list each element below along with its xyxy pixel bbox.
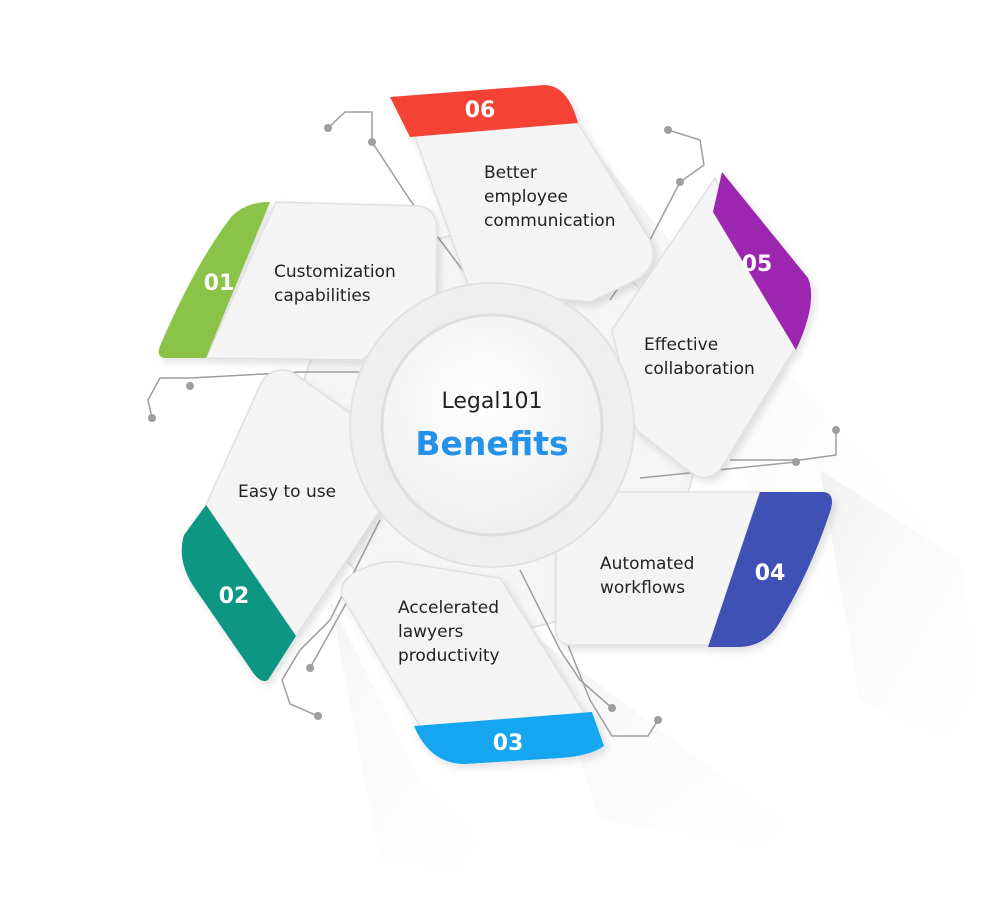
card-label-06: Better employee communication	[484, 163, 615, 231]
connector-03b	[565, 639, 659, 737]
card-01-band	[158, 202, 270, 358]
benefit-card-04	[554, 491, 832, 647]
card-label-line: productivity	[398, 646, 500, 666]
connector-04	[730, 430, 837, 461]
card-05-band	[713, 172, 812, 350]
card-label-line: communication	[484, 211, 615, 231]
card-label-04: Automated workflows	[600, 554, 694, 598]
card-label-line: workflows	[600, 578, 685, 598]
card-04-band	[708, 492, 832, 647]
card-03-band	[414, 712, 604, 764]
connector-03	[519, 569, 613, 709]
card-label-line: Better	[484, 163, 537, 183]
connector-01	[147, 371, 368, 419]
hub-circle	[380, 313, 604, 537]
badge-number-03: 03	[493, 731, 524, 756]
badge-number-05: 05	[742, 252, 773, 277]
card-label-line: lawyers	[398, 622, 464, 642]
card-label-line: Effective	[644, 335, 718, 355]
card-label-line: employee	[484, 187, 568, 207]
card-label-03: Accelerated lawyers productivity	[398, 598, 500, 666]
card-04-body	[554, 491, 762, 646]
card-label-line: Easy to use	[238, 482, 336, 502]
badge-number-06: 06	[465, 98, 496, 123]
hub-title: Legal101	[442, 389, 543, 414]
benefit-card-06	[390, 85, 655, 303]
connector-dots	[148, 124, 840, 724]
card-label-05: Effective collaboration	[644, 335, 755, 379]
badge-number-01: 01	[204, 271, 235, 296]
badge-number-04: 04	[755, 561, 786, 586]
card-label-line: Automated	[600, 554, 694, 574]
benefit-card-03	[340, 560, 604, 764]
connector-02	[281, 519, 381, 717]
connector-04b	[639, 461, 797, 479]
card-label-line: Customization	[274, 262, 396, 282]
card-02-body	[205, 369, 381, 638]
card-label-02: Easy to use	[238, 482, 336, 502]
card-06-band	[390, 85, 578, 137]
center-hub	[349, 282, 635, 568]
benefit-card-02	[181, 369, 381, 682]
card-label-line: collaboration	[644, 359, 755, 379]
card-02-band	[181, 505, 296, 682]
hub-subtitle: Benefits	[415, 424, 568, 463]
benefit-card-01	[158, 201, 438, 361]
badge-number-02: 02	[219, 584, 250, 609]
card-06-body	[408, 122, 655, 303]
card-label-01: Customization capabilities	[274, 262, 396, 306]
card-label-line: capabilities	[274, 286, 371, 306]
benefit-card-05	[611, 172, 812, 479]
card-label-line: Accelerated	[398, 598, 499, 618]
